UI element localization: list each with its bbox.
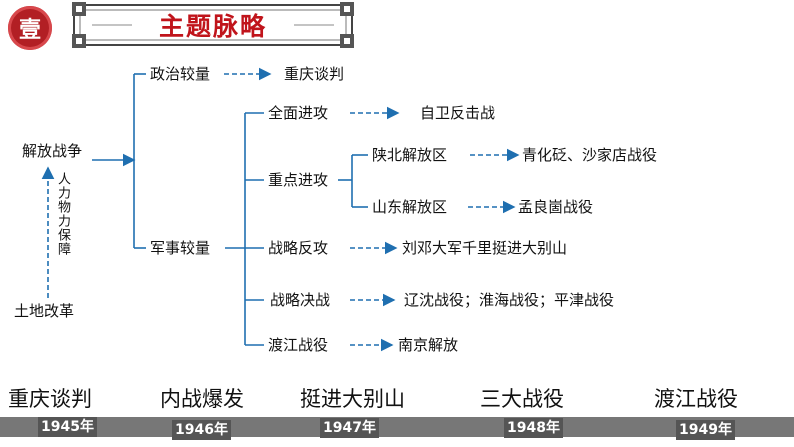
timeline-event: 挺进大别山 xyxy=(300,387,405,411)
timeline-year: 1949年 xyxy=(676,420,735,440)
timeline-year: 1946年 xyxy=(172,420,231,440)
node-politics: 政治较量 xyxy=(150,65,211,83)
ornamental-frame xyxy=(72,2,354,48)
node-stage: 战略决战 xyxy=(270,291,331,309)
timeline-event: 重庆谈判 xyxy=(8,387,92,411)
node-support: 人力物力保障 xyxy=(55,172,70,256)
node-sub-region: 陕北解放区 xyxy=(372,146,448,164)
timeline-bar xyxy=(0,417,794,437)
node-sub-result: 青化砭、沙家店战役 xyxy=(522,146,658,164)
timeline-year: 1947年 xyxy=(320,418,379,438)
node-sub-region: 山东解放区 xyxy=(372,198,448,216)
timeline-event: 三大战役 xyxy=(480,387,564,411)
node-root: 解放战争 xyxy=(22,142,83,160)
node-stage-result: 自卫反击战 xyxy=(420,104,496,122)
section-number-badge: 壹 xyxy=(8,6,52,50)
timeline-year: 1948年 xyxy=(504,418,563,438)
node-stage: 战略反攻 xyxy=(268,239,329,257)
node-stage-result: 刘邓大军千里挺进大别山 xyxy=(402,239,568,257)
node-stage: 全面进攻 xyxy=(268,104,329,122)
title-banner: 主题脉略 xyxy=(72,2,354,48)
node-sub-result: 孟良崮战役 xyxy=(518,198,594,216)
timeline-event: 渡江战役 xyxy=(654,387,738,411)
node-stage-result: 辽沈战役；淮海战役；平津战役 xyxy=(404,291,615,309)
timeline-event: 内战爆发 xyxy=(160,387,244,411)
node-politics-result: 重庆谈判 xyxy=(284,65,345,83)
timeline-year: 1945年 xyxy=(38,417,97,437)
page-title: 主题脉略 xyxy=(158,12,267,41)
node-stage-result: 南京解放 xyxy=(398,336,459,354)
node-military: 军事较量 xyxy=(150,239,211,257)
node-stage: 渡江战役 xyxy=(268,336,329,354)
node-foundation: 土地改革 xyxy=(14,302,75,320)
node-stage: 重点进攻 xyxy=(268,171,329,189)
